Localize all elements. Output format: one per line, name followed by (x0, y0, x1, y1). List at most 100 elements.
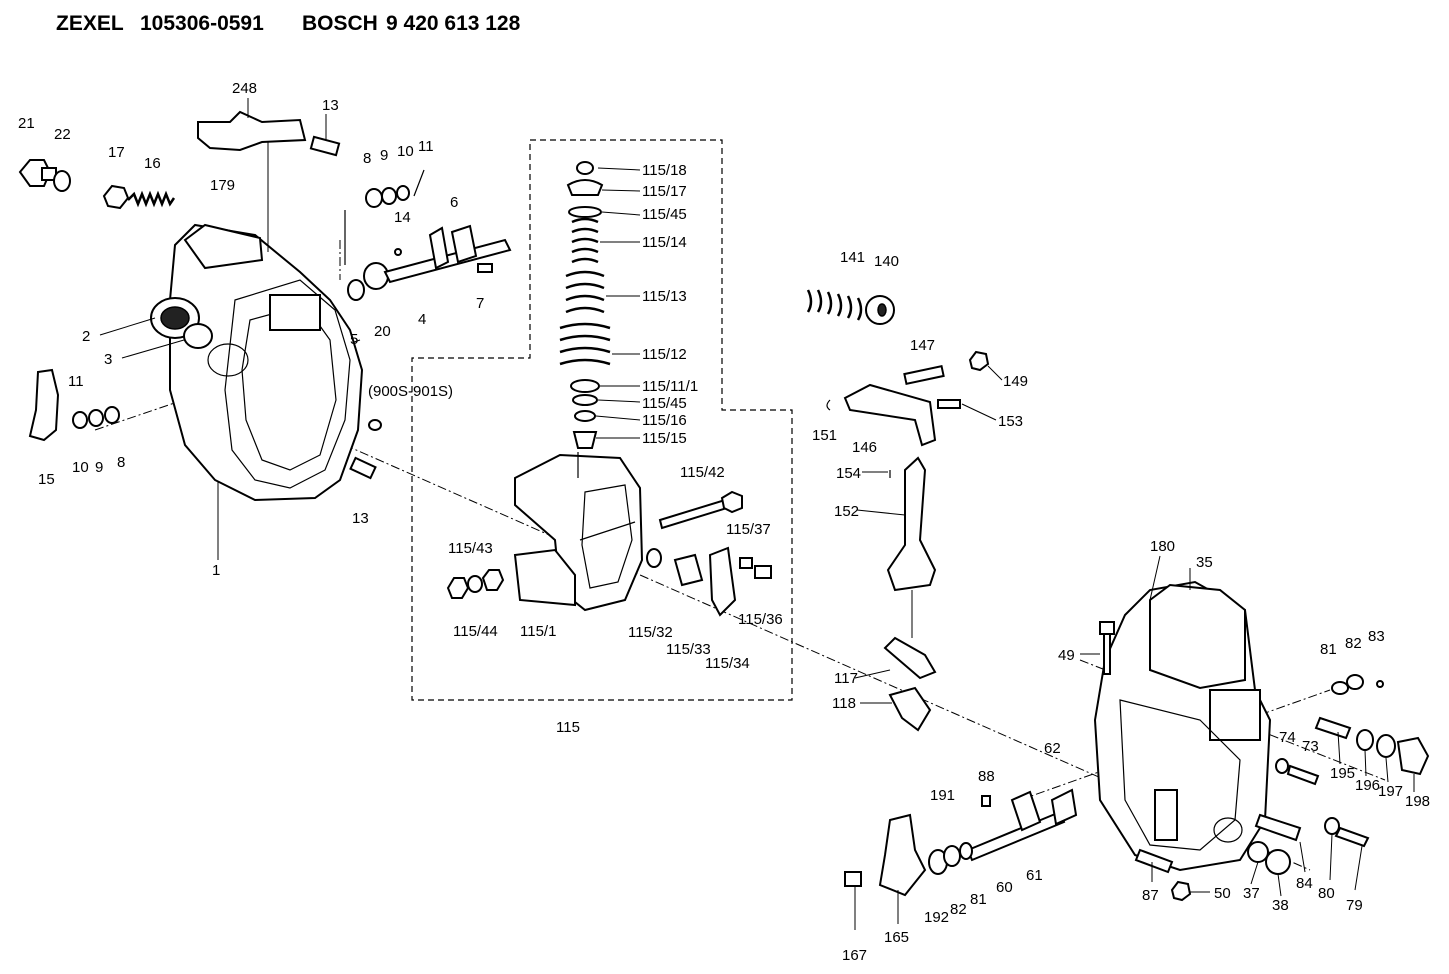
brand-number: 9 420 613 128 (386, 12, 521, 35)
callout-label-5: 5 (350, 331, 358, 348)
lever-15 (28, 368, 120, 442)
callout-label-115-45a: 115/45 (642, 206, 687, 223)
screw-17-spring-16 (102, 184, 176, 210)
brand-name: BOSCH (302, 12, 378, 35)
pin-117-clip-118 (883, 590, 937, 732)
callout-label-4: 4 (418, 311, 426, 328)
callout-label-195: 195 (1330, 765, 1355, 782)
ring-900s (368, 419, 382, 431)
header: ZEXEL 105306-0591 BOSCH 9 420 613 128 (56, 12, 521, 35)
bolt-115-42 (658, 490, 743, 530)
components-115-32-37 (646, 546, 772, 617)
callout-label-81a: 81 (1320, 641, 1337, 658)
callout-label-74: 74 (1279, 729, 1296, 746)
maker-name: ZEXEL (56, 12, 124, 35)
callout-label-22: 22 (54, 126, 71, 143)
spring-141-cap-140 (806, 289, 895, 325)
screw-49 (1099, 621, 1115, 675)
callout-label-6: 6 (450, 194, 458, 211)
governor-housing (169, 223, 364, 560)
governor-cover-180 (1093, 580, 1272, 872)
plug-21 (18, 159, 71, 192)
callout-label-147: 147 (910, 337, 935, 354)
callout-label-141: 141 (840, 249, 865, 266)
callout-label-82b: 82 (950, 901, 967, 918)
callout-label-167: 167 (842, 947, 867, 964)
callout-label-149: 149 (1003, 373, 1028, 390)
callout-label-83: 83 (1368, 628, 1385, 645)
callout-label-191: 191 (930, 787, 955, 804)
callout-label-10b: 10 (72, 459, 89, 476)
callout-label-16: 16 (144, 155, 161, 172)
washers-191-192 (928, 842, 973, 875)
callout-label-117: 117 (834, 670, 858, 687)
callout-label-115-13: 115/13 (642, 288, 687, 305)
callout-label-115: 115 (556, 719, 580, 736)
callout-label-73: 73 (1302, 738, 1319, 755)
callout-label-115-45b: 115/45 (642, 395, 687, 412)
callout-label-115-16: 115/16 (642, 412, 687, 429)
parts-81-82-83 (1331, 674, 1384, 695)
callout-label-115-17: 115/17 (642, 183, 687, 200)
callout-label-49: 49 (1058, 647, 1075, 664)
callout-label-115-42: 115/42 (680, 464, 725, 481)
callout-label-10a: 10 (397, 143, 414, 160)
callout-label-8a: 8 (363, 150, 371, 167)
screw-13-top (309, 135, 341, 157)
callout-label-82a: 82 (1345, 635, 1362, 652)
callout-label-115-34: 115/34 (705, 655, 750, 672)
callout-label-115-14: 115/14 (642, 234, 687, 251)
callout-label-115-12: 115/12 (642, 346, 687, 363)
callout-label-17: 17 (108, 144, 125, 161)
callout-label-115-33: 115/33 (666, 641, 711, 658)
callout-label-61: 61 (1026, 867, 1043, 884)
callout-label-115-36: 115/36 (738, 611, 783, 628)
callout-label-2: 2 (82, 328, 90, 345)
callout-label-198: 198 (1405, 793, 1430, 810)
callout-label-192: 192 (924, 909, 949, 926)
callout-label-7: 7 (476, 295, 484, 312)
callout-label-20: 20 (374, 323, 391, 340)
callout-label-115-1: 115/1 (520, 623, 556, 640)
callout-label-1: 1 (212, 562, 220, 579)
leader-lines (99, 98, 1415, 930)
callout-label-115-44: 115/44 (453, 623, 498, 640)
callout-label-165: 165 (884, 929, 909, 946)
callout-label-9b: 9 (95, 459, 103, 476)
callout-label-21: 21 (18, 115, 35, 132)
callout-label-248: 248 (232, 80, 257, 97)
callout-label-15: 15 (38, 471, 55, 488)
callout-label-38: 38 (1272, 897, 1289, 914)
part-number: 105306-0591 (140, 12, 264, 35)
callout-label-50: 50 (1214, 885, 1231, 902)
callout-label-79: 79 (1346, 897, 1363, 914)
callout-label-8b: 8 (117, 454, 125, 471)
callout-label-115-32: 115/32 (628, 624, 673, 641)
shaft-4-assembly (347, 224, 512, 301)
callout-label-80: 80 (1318, 885, 1335, 902)
screw-13-lower (349, 456, 377, 480)
callout-label-154: 154 (836, 465, 861, 482)
callout-label-115-43: 115/43 (448, 540, 493, 557)
callout-label-118: 118 (832, 695, 856, 712)
lever-146-assembly (826, 350, 990, 447)
callout-label-180: 180 (1150, 538, 1175, 555)
callout-label-88: 88 (978, 768, 995, 785)
spring-stack-115 (559, 161, 611, 449)
callout-label-9a: 9 (380, 147, 388, 164)
callout-label-151: 151 (812, 427, 837, 444)
callout-label-11a: 11 (418, 138, 434, 155)
screw-73-74 (1275, 758, 1320, 786)
flyweight-carrier-115-1 (513, 452, 644, 612)
callout-label-87: 87 (1142, 887, 1159, 904)
plug-2 (150, 297, 213, 349)
callout-label-3: 3 (104, 351, 112, 368)
callout-label-179: 179 (210, 177, 235, 194)
callout-label-197: 197 (1378, 783, 1403, 800)
callout-label-140: 140 (874, 253, 899, 270)
washers-upper (344, 169, 425, 265)
callout-label-153: 153 (998, 413, 1023, 430)
callout-label-13b: 13 (352, 510, 369, 527)
link-152 (886, 456, 937, 592)
